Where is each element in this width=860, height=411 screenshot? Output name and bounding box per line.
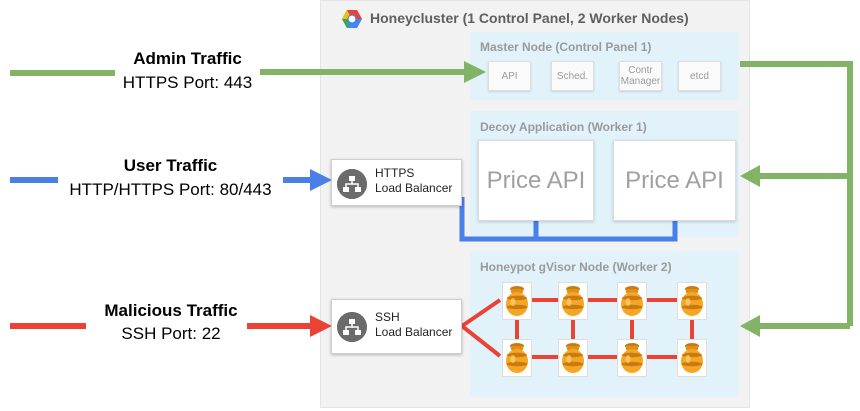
master-node-title: Master Node (Control Panel 1) (480, 40, 652, 54)
etcd-component: etcd (678, 61, 721, 91)
honeypot-container (502, 282, 532, 320)
user-traffic-title: User Traffic (123, 156, 218, 175)
load-balancer-icon (337, 169, 367, 199)
honey-pot-icon (621, 286, 643, 316)
user-traffic-arrowhead (310, 169, 332, 191)
honeypot-container (677, 282, 707, 320)
honeypot-container (617, 282, 647, 320)
admin-to-decoy-arrowhead (740, 165, 760, 187)
price-api-instance-2: Price API (613, 140, 736, 221)
honey-pot-icon (506, 343, 528, 373)
https-load-balancer-label: HTTPS Load Balancer (375, 166, 453, 195)
honey-pot-icon (681, 286, 703, 316)
cluster-title: Honeycluster (1 Control Panel, 2 Worker … (370, 10, 689, 26)
honey-pot-icon (506, 286, 528, 316)
honey-pot-icon (621, 343, 643, 373)
admin-control-bracket (740, 61, 853, 326)
load-balancer-icon (337, 312, 367, 342)
honey-pot-icon (681, 343, 703, 373)
honeypot-container (558, 282, 588, 320)
controller-manager-component: Contr Manager (619, 61, 662, 91)
malicious-traffic-arrowhead (310, 315, 332, 337)
ssh-load-balancer-label: SSH Load Balancer (375, 310, 453, 339)
scheduler-component: Sched. (551, 61, 594, 91)
https-load-balancer: HTTPS Load Balancer (331, 159, 462, 206)
honeypot-node-title: Honeypot gVisor Node (Worker 2) (480, 260, 672, 274)
api-component: API (488, 61, 531, 91)
honeypot-container (617, 339, 647, 377)
honeypot-container (558, 339, 588, 377)
admin-traffic-subtitle: HTTPS Port: 443 (122, 73, 253, 92)
decoy-application-title: Decoy Application (Worker 1) (480, 120, 647, 134)
ssh-load-balancer: SSH Load Balancer (331, 299, 462, 354)
google-cloud-logo-icon (342, 10, 362, 28)
honeypot-container (502, 339, 532, 377)
malicious-traffic-subtitle: SSH Port: 22 (121, 324, 221, 343)
admin-traffic-arrowhead (464, 61, 486, 83)
ssh-lb-to-bottom-row-line (460, 324, 502, 358)
user-traffic-subtitle: HTTP/HTTPS Port: 80/443 (69, 180, 272, 199)
https-lb-to-price-api-line (459, 197, 678, 242)
admin-traffic-title: Admin Traffic (133, 49, 242, 68)
honeypot-container (677, 339, 707, 377)
admin-to-honeypot-arrowhead (740, 315, 760, 337)
honey-pot-icon (562, 343, 584, 373)
malicious-traffic-title: Malicious Traffic (104, 301, 238, 320)
honey-pot-icon (562, 286, 584, 316)
price-api-instance-1: Price API (478, 140, 594, 221)
ssh-lb-to-top-row-line (460, 298, 502, 328)
